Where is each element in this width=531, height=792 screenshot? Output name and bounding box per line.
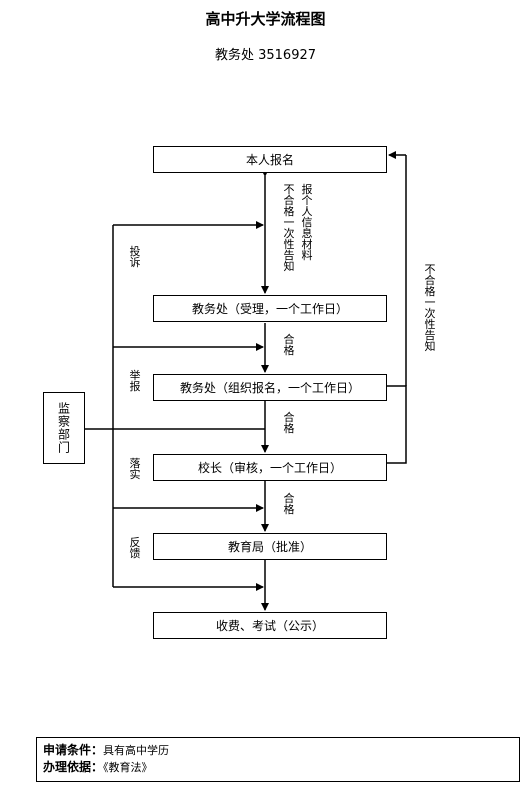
reject-loop	[387, 385, 407, 464]
step-signup: 本人报名	[153, 146, 387, 173]
condition-row: 申请条件：具有高中学历	[43, 742, 513, 759]
supervisor-box: 监察部门	[43, 392, 85, 464]
pass-label-2: 合格	[283, 411, 295, 435]
basis-value: 《教育法》	[103, 761, 153, 774]
office-contact: 教务处 3516927	[214, 48, 317, 63]
reject-once-label: 不合格一次性告知	[283, 183, 295, 273]
pass-label-1: 合格	[283, 333, 295, 357]
report-label: 举报	[129, 369, 141, 393]
feedback-label: 反馈	[129, 536, 141, 560]
basis-label: 办理依据：	[43, 760, 104, 774]
step-organize: 教务处（组织报名，一个工作日）	[153, 374, 387, 401]
step-fee: 收费、考试（公示）	[153, 612, 387, 639]
step-bureau: 教育局（批准）	[153, 533, 387, 560]
step-principal: 校长（审核，一个工作日）	[153, 454, 387, 481]
materials-label: 报个人信息材料	[301, 183, 313, 262]
complain-label: 投诉	[129, 245, 141, 269]
reject-right-label: 不合格一次性告知	[424, 263, 436, 353]
basis-row: 办理依据：《教育法》	[43, 759, 513, 776]
step-accept: 教务处（受理，一个工作日）	[153, 295, 387, 322]
page-title: 高中升大学流程图	[205, 10, 326, 28]
supervisor-label: 监察部门	[56, 402, 71, 454]
pass-label-3: 合格	[283, 492, 295, 516]
condition-value: 具有高中学历	[103, 744, 170, 757]
implement-label: 落实	[129, 457, 141, 481]
footer-info: 申请条件：具有高中学历 办理依据：《教育法》	[36, 737, 520, 782]
condition-label: 申请条件：	[43, 743, 104, 757]
